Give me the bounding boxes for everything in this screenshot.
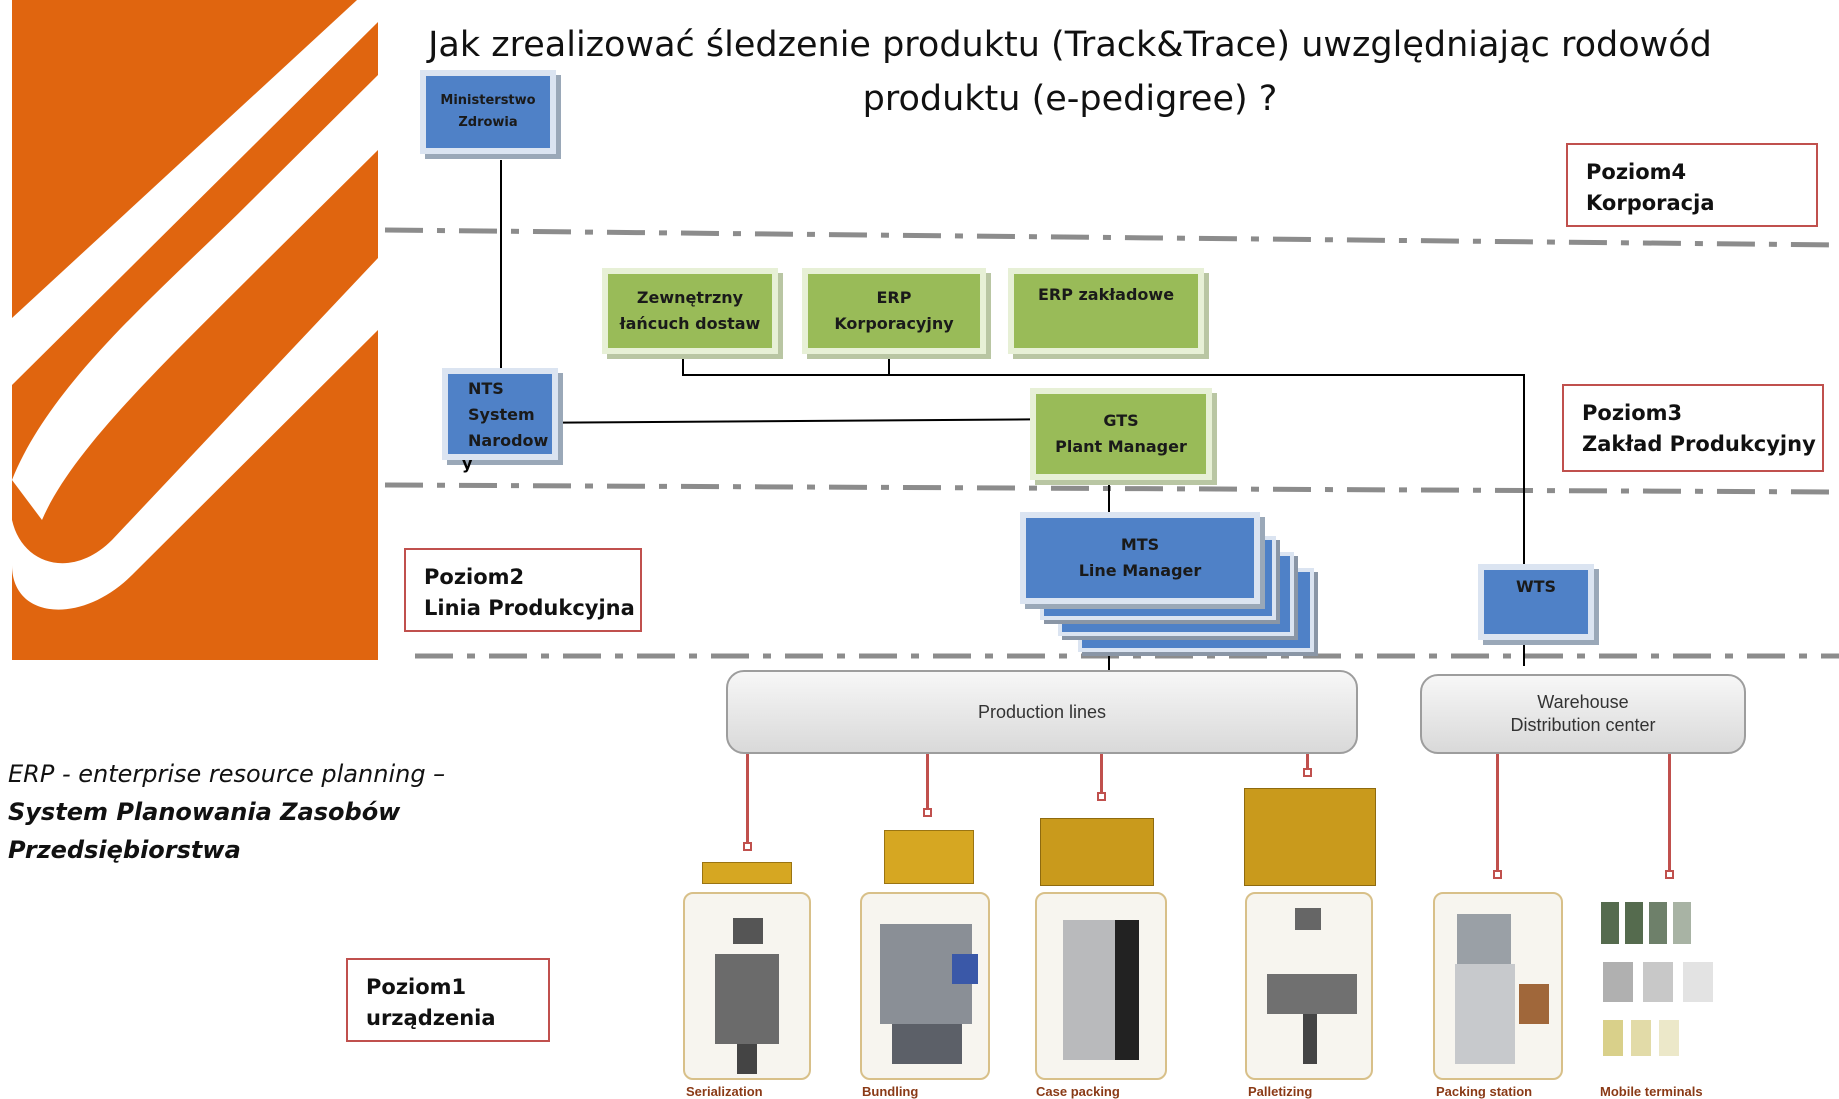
legend-line-3-text: Przedsiębiorstwa (8, 836, 241, 864)
connector-ministerstwo-nts (500, 160, 502, 372)
packing-station-machine-icon (1455, 914, 1549, 1064)
node-zewnetrzny-lancuch: Zewnętrzny łańcuch dostaw (602, 268, 778, 354)
legend-line-2-text: System Planowania Zasobów (8, 798, 401, 826)
level-poziom1-line1: Poziom1 (366, 975, 467, 999)
warehouse-label-line2: Distribution center (1510, 715, 1656, 735)
pin-end-case-packing (1097, 792, 1106, 801)
pin-mobile-terminals (1668, 754, 1671, 872)
node-gts-line2: Plant Manager (1055, 437, 1187, 456)
legend-line-1: ERP - enterprise resource planning – (8, 760, 446, 788)
pin-case-packing (1100, 754, 1103, 794)
warehouse-label-line1: Warehouse (1537, 692, 1629, 712)
node-zewnetrzny-line1: Zewnętrzny (636, 288, 744, 307)
node-erp-zakladowe: ERP zakładowe (1008, 268, 1204, 354)
company-logo (12, 0, 378, 660)
title-line-2: produktu (e-pedigree) ? (862, 79, 1278, 119)
erp-legend: ERP - enterprise resource planning – Sys… (8, 755, 478, 869)
connector-zewnetrzny-drop (682, 356, 684, 376)
level-poziom1: Poziom1 urządzenia (346, 958, 550, 1042)
pin-packing-station (1496, 754, 1499, 872)
page-title: Jak zrealizować śledzenie produktu (Trac… (420, 18, 1720, 126)
node-nts-line3: Narodow (468, 431, 549, 450)
connector-erpkorp-drop (888, 346, 890, 374)
pin-serialization (746, 754, 749, 844)
legend-line-3: Przedsiębiorstwa (8, 831, 478, 869)
pin-palletizing (1306, 754, 1309, 772)
pin-end-bundling (923, 808, 932, 817)
palletizing-equipment-image (1245, 892, 1373, 1080)
level-poziom4: Poziom4 Korporacja (1566, 143, 1818, 227)
pin-end-palletizing (1303, 768, 1312, 777)
level-poziom2-line2: Linia Produkcyjna (424, 596, 635, 620)
node-ministerstwo-zdrowia: Ministerstwo Zdrowia (420, 70, 556, 154)
level-poziom4-line2: Korporacja (1586, 191, 1715, 215)
connector-mts-production (1108, 650, 1110, 676)
node-gts-plant-manager: GTS Plant Manager (1030, 388, 1212, 480)
level-poziom3-line2: Zakład Produkcyjny (1582, 432, 1816, 456)
connector-bus-wts (1523, 374, 1525, 566)
node-zewnetrzny-line2: łańcuch dostaw (619, 314, 761, 333)
level-poziom3-line1: Poziom3 (1582, 401, 1683, 425)
production-lines-label: Production lines (977, 701, 1107, 722)
equipment-label-bundling: Bundling (862, 1084, 919, 1099)
serialization-equipment-image (683, 892, 811, 1080)
level-poziom2: Poziom2 Linia Produkcyjna (404, 548, 642, 632)
mobile-terminals-equipment-image (1595, 892, 1745, 1080)
node-erp-korp-line1: ERP (876, 288, 912, 307)
node-mts-line-manager: MTS Line Manager (1020, 512, 1260, 604)
node-nts-line2: System (468, 405, 535, 424)
connector-erp-bus (682, 374, 1524, 376)
equipment-label-mobile-terminals: Mobile terminals (1600, 1084, 1703, 1099)
connector-gts-mts (1108, 470, 1110, 514)
node-erp-zaklad-line1: ERP zakładowe (1037, 285, 1175, 304)
production-lines-band: Production lines (726, 670, 1358, 754)
case-packing-machine-icon (1063, 920, 1139, 1060)
level-poziom2-line1: Poziom2 (424, 565, 525, 589)
level-poziom1-line2: urządzenia (366, 1006, 496, 1030)
serialization-machine-icon (715, 918, 779, 1074)
node-erp-korporacyjny: ERP Korporacyjny (802, 268, 986, 354)
bundling-equipment-image (860, 892, 990, 1080)
legend-line-2: System Planowania Zasobów (8, 793, 478, 831)
node-ministerstwo-line1: Ministerstwo (440, 93, 536, 108)
bundle-icon (884, 830, 974, 884)
case-box-icon (1040, 818, 1154, 886)
node-nts-system-narodowy: NTS System Narodow (442, 368, 558, 460)
separator-3-2 (384, 482, 1839, 495)
node-mts-line2: Line Manager (1078, 561, 1202, 580)
title-line-1: Jak zrealizować śledzenie produktu (Trac… (428, 25, 1712, 65)
node-nts-line1: NTS (468, 379, 504, 398)
connector-wts-warehouse (1523, 632, 1525, 666)
equipment-label-case-packing: Case packing (1036, 1084, 1120, 1099)
pin-end-packing-station (1493, 870, 1502, 879)
node-wts-line1: WTS (1515, 577, 1557, 596)
separator-4-3 (384, 227, 1839, 248)
node-gts-line1: GTS (1103, 411, 1139, 430)
node-ministerstwo-line2: Zdrowia (458, 115, 518, 130)
level-poziom4-line1: Poziom4 (1586, 160, 1687, 184)
equipment-label-palletizing: Palletizing (1248, 1084, 1313, 1099)
node-nts-overflow: y (462, 454, 473, 473)
packing-station-equipment-image (1433, 892, 1563, 1080)
equipment-label-packing-station: Packing station (1436, 1084, 1533, 1099)
case-packing-equipment-image (1035, 892, 1167, 1080)
pin-end-mobile-terminals (1665, 870, 1674, 879)
bundling-machine-icon (880, 924, 978, 1064)
mobile-terminals-icon (1601, 902, 1713, 1056)
palletizing-machine-icon (1267, 908, 1357, 1064)
equipment-label-serialization: Serialization (686, 1084, 763, 1099)
pallet-icon (1244, 788, 1376, 886)
single-pack-icon (702, 862, 792, 884)
node-mts-line1: MTS (1120, 535, 1160, 554)
pin-end-serialization (743, 842, 752, 851)
level-poziom3: Poziom3 Zakład Produkcyjny (1562, 384, 1824, 472)
warehouse-band: Warehouse Distribution center (1420, 674, 1746, 754)
node-wts: WTS (1478, 564, 1594, 640)
pin-bundling (926, 754, 929, 810)
node-erp-korp-line2: Korporacyjny (834, 314, 954, 333)
